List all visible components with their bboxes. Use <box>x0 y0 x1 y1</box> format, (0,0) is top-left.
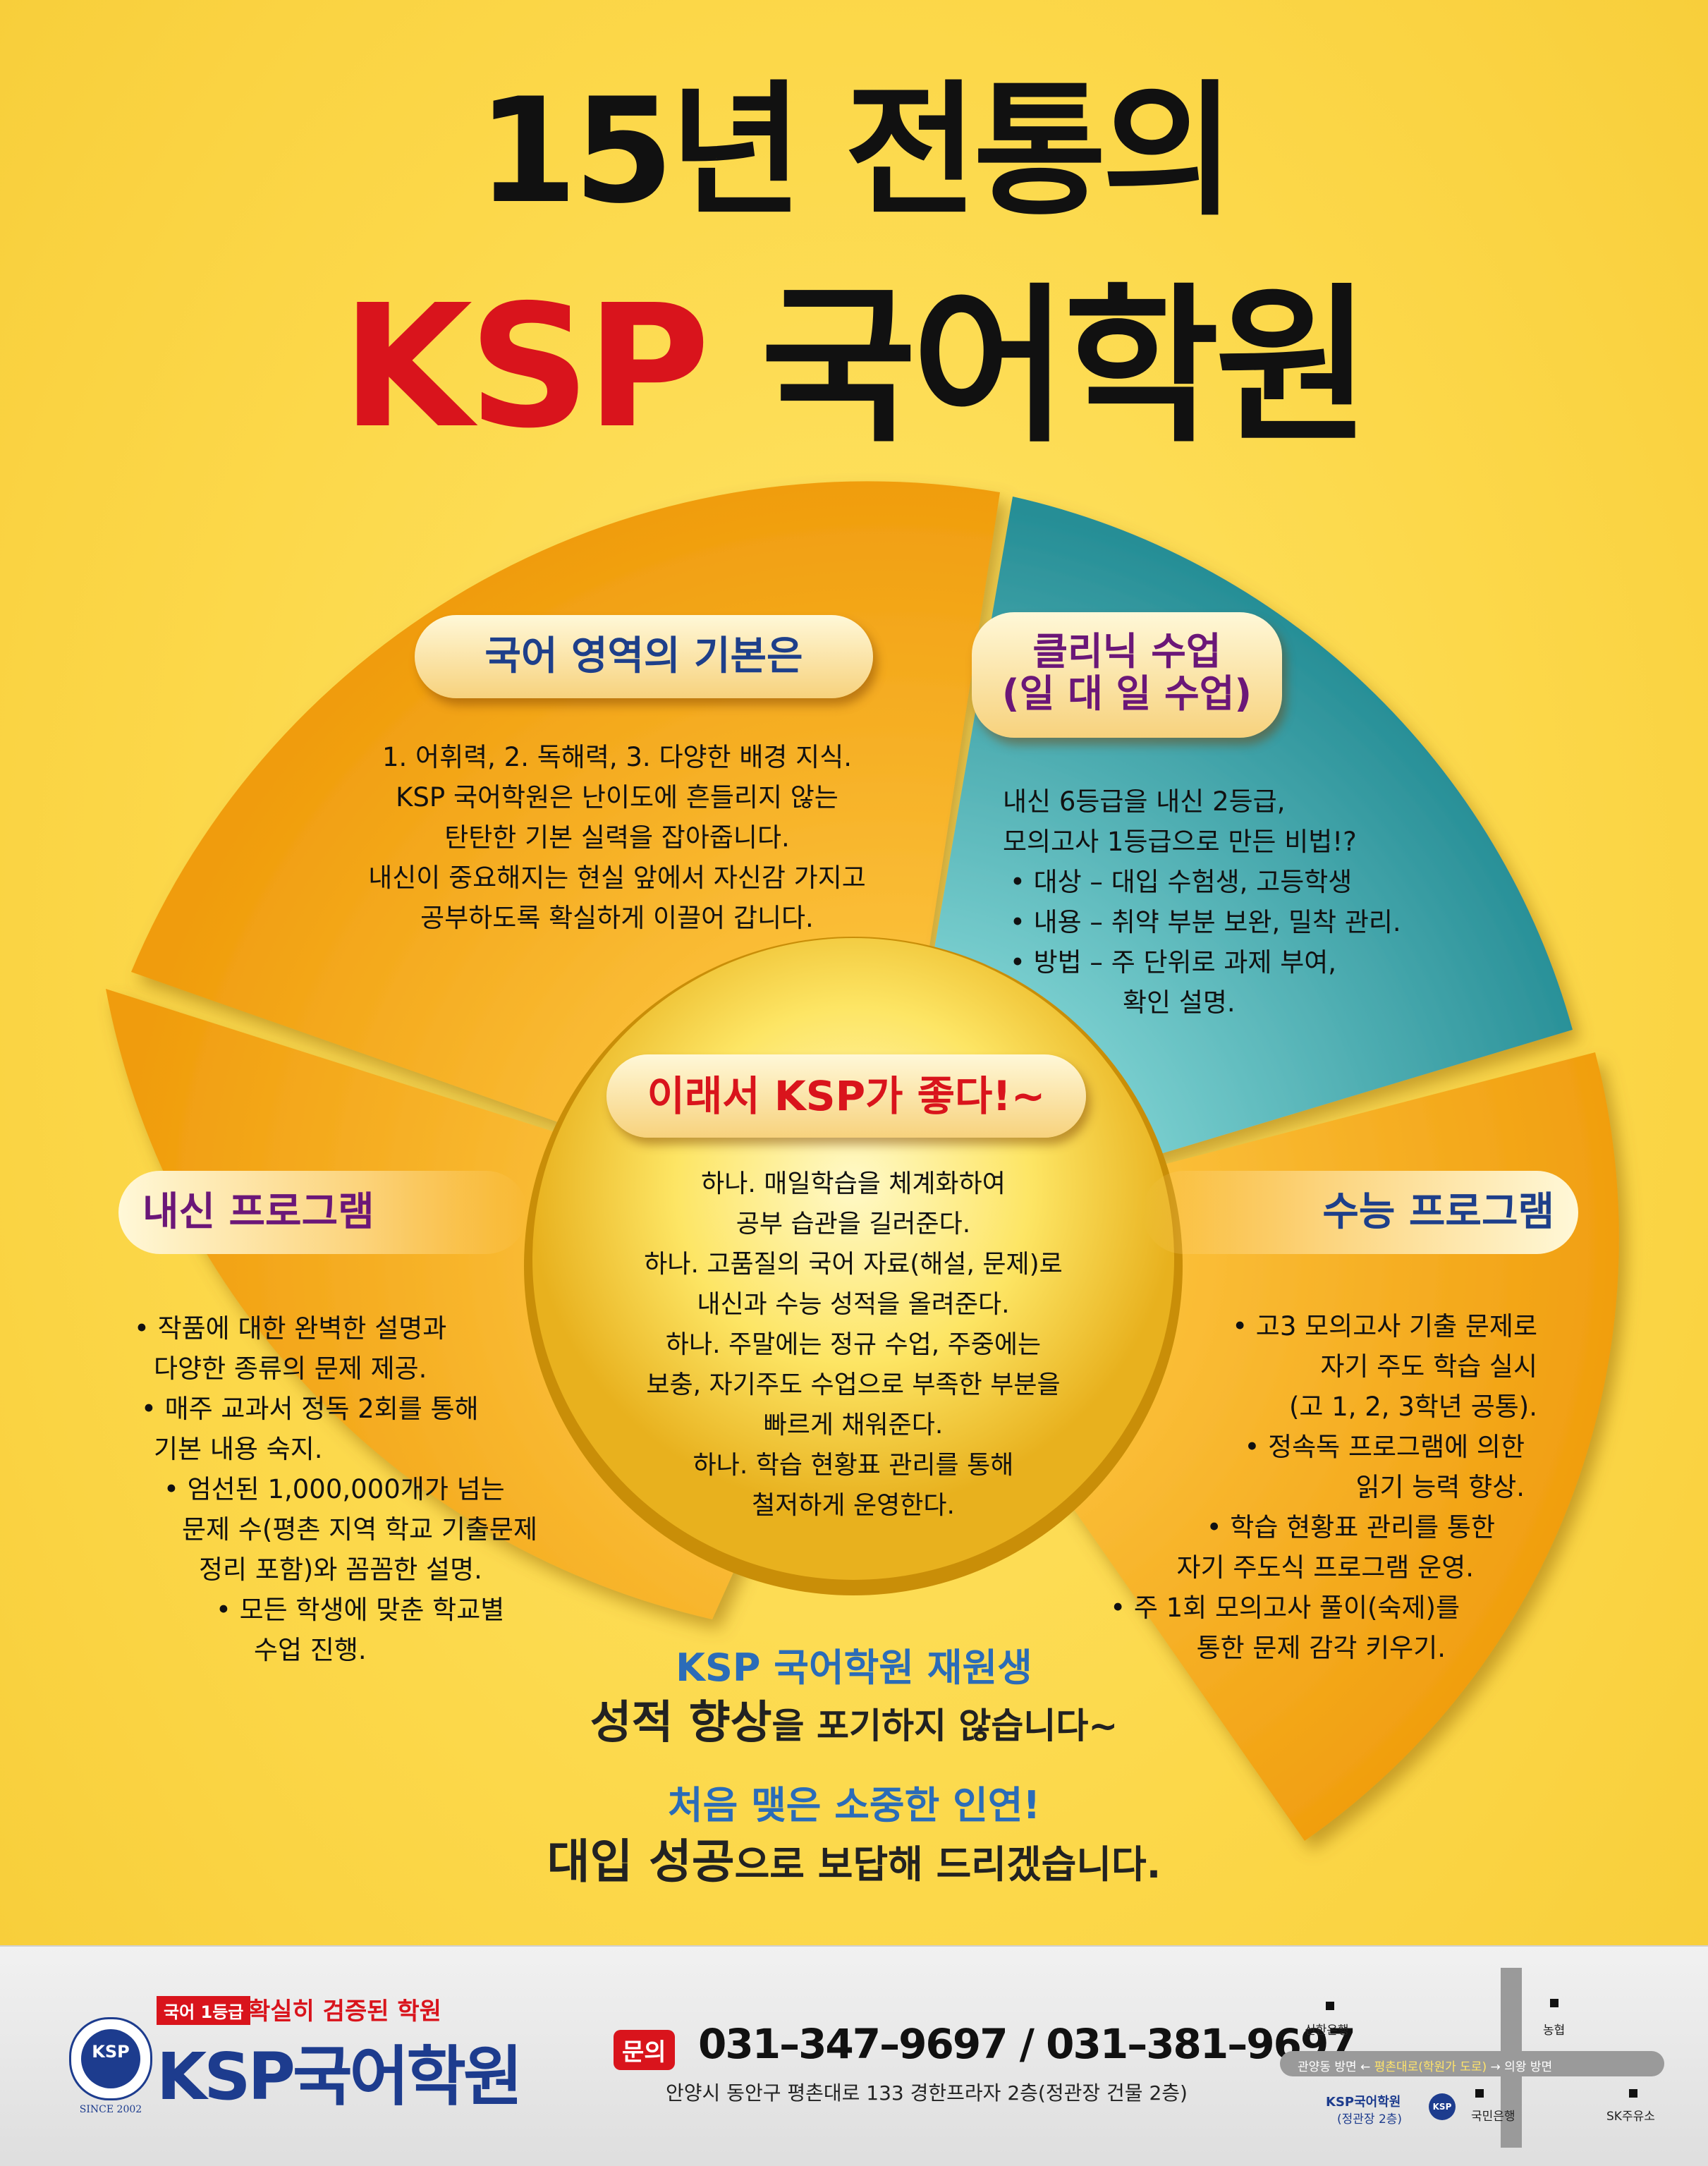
map-road-label: 관양동 방면 ← 평촌대로(학원가 도로) → 의왕 방면 <box>1298 2060 1553 2074</box>
ksp-emblem-inner <box>81 2029 140 2088</box>
clinic-title: 클리닉 수업(일 대 일 수업) <box>972 612 1282 738</box>
basics-text: 1. 어휘력, 2. 독해력, 3. 다양한 배경 지식.KSP 국어학원은 난… <box>368 742 866 933</box>
clinic-text: 내신 6등급을 내신 2등급,모의고사 1등급으로 만든 비법!?• 대상 – … <box>1003 786 1401 1018</box>
map-shinhan: 신한은행 <box>1305 2024 1349 2038</box>
slogan-success: 대입 성공으로 보답해 드리겠습니다. <box>547 1835 1161 1889</box>
map-kookmin: 국민은행 <box>1471 2110 1515 2124</box>
map-ksp-badge: KSP <box>1429 2093 1456 2120</box>
naesin-title: 내신 프로그램 <box>118 1171 527 1254</box>
phone-number: 031–347–9697 / 031–381–9697 <box>698 2020 1356 2068</box>
suneung-title: 수능 프로그램 <box>1142 1171 1578 1254</box>
map-marker-kookmin <box>1475 2089 1484 2098</box>
ksp-emblem: KSP SINCE 2002 <box>69 2017 152 2115</box>
basics-title: 국어 영역의 기본은 <box>415 615 873 698</box>
slogan-improvement: 성적 향상을 포기하지 않습니다~ <box>590 1697 1118 1749</box>
slogan-relationship: 처음 맺은 소중한 인연! <box>667 1783 1041 1827</box>
slogan-students: KSP 국어학원 재원생 <box>676 1645 1032 1690</box>
map-sk: SK주유소 <box>1606 2110 1655 2124</box>
headline-academy-name: 국어학원 <box>705 268 1371 466</box>
map-marker-shinhan <box>1326 2002 1334 2010</box>
ksp-emblem-text: KSP <box>92 2042 130 2062</box>
headline-tradition: 15년 전통의 <box>477 68 1235 236</box>
footer-badge: 국어 1등급 <box>157 1996 251 2025</box>
footer-logo-name: KSP국어학원 <box>157 2039 523 2115</box>
map-road-horizontal <box>1280 2051 1664 2076</box>
map-road-vertical <box>1501 1968 1522 2148</box>
map-marker-sk <box>1629 2089 1637 2098</box>
location-map: 관양동 방면 ← 평촌대로(학원가 도로) → 의왕 방면 신한은행 농협 KS… <box>1276 1968 1671 2151</box>
map-ksp-floor: (정관장 2층) <box>1337 2112 1403 2127</box>
map-ksp: KSP국어학원 <box>1326 2095 1401 2110</box>
footer-tagline: 확실히 검증된 학원 <box>248 1997 441 2026</box>
center-title: 이래서 KSP가 좋다!~ <box>606 1054 1086 1138</box>
headline-ksp: KSP <box>341 268 710 466</box>
footer: 국어 1등급 확실히 검증된 학원 KSP SINCE 2002 KSP국어학원… <box>0 1945 1708 2166</box>
ksp-emblem-since: SINCE 2002 <box>79 2104 142 2115</box>
map-nonghyup: 농협 <box>1543 2024 1566 2038</box>
contact-label: 문의 <box>614 2030 675 2070</box>
address: 안양시 동안구 평촌대로 133 경한프라자 2층(정관장 건물 2층) <box>666 2081 1188 2105</box>
headline-academy: KSP 국어학원 <box>0 272 1708 462</box>
map-marker-nonghyup <box>1550 1999 1558 2007</box>
